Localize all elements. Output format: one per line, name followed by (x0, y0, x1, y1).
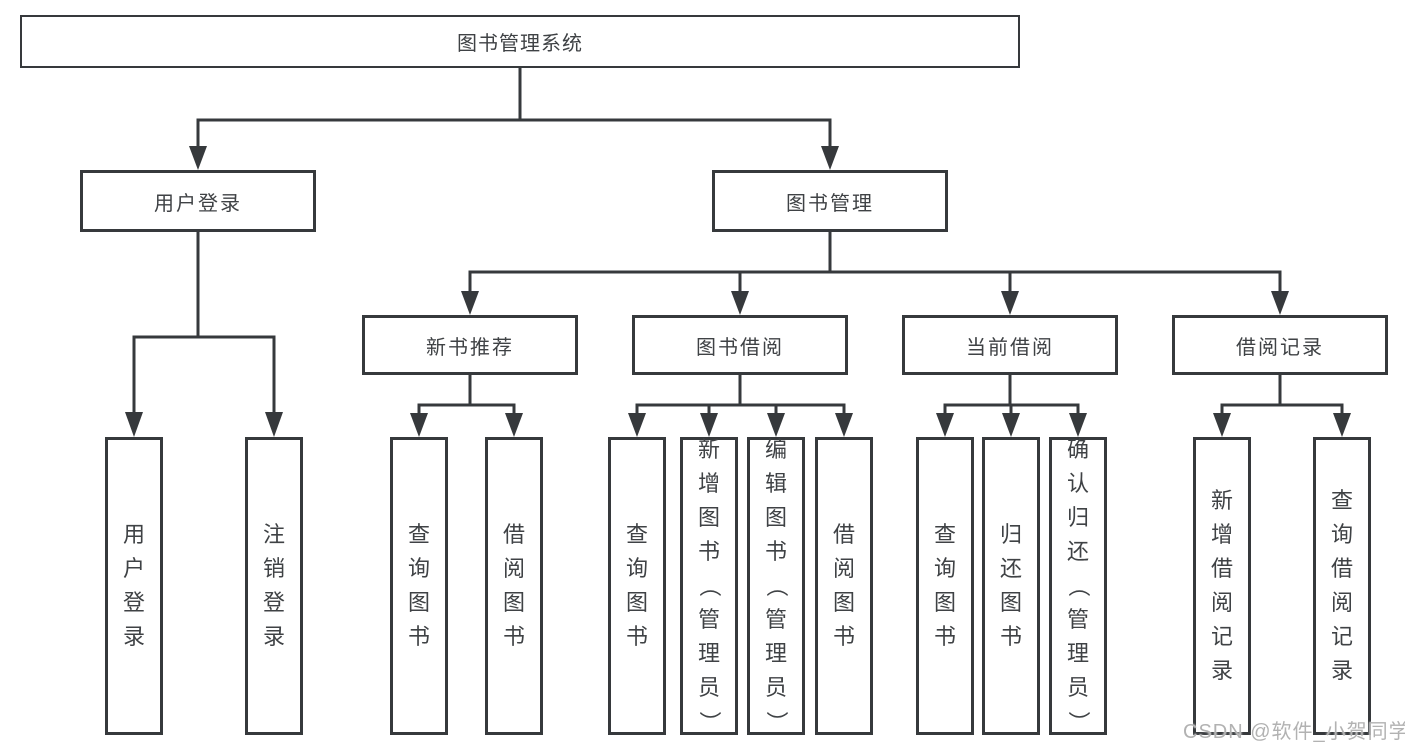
leaf-query-books-borrow: 查询图书 (608, 437, 666, 735)
csdn-watermark: CSDN @软件_小贺同学 (1183, 721, 1405, 743)
node-new-book-recommend: 新书推荐 (362, 315, 578, 375)
leaf-logout: 注销登录 (245, 437, 303, 735)
leaf-query-books-current: 查询图书 (916, 437, 974, 735)
leaf-borrow-books-recommend: 借阅图书 (485, 437, 543, 735)
node-current-borrowing: 当前借阅 (902, 315, 1118, 375)
leaf-user-login: 用户登录 (105, 437, 163, 735)
leaf-return-books: 归还图书 (982, 437, 1040, 735)
leaf-query-books-recommend: 查询图书 (390, 437, 448, 735)
leaf-query-borrow-record: 查询借阅记录 (1313, 437, 1371, 735)
leaf-borrow-books: 借阅图书 (815, 437, 873, 735)
leaf-edit-books-admin: 编辑图书（管理员） (747, 437, 805, 735)
node-user-login: 用户登录 (80, 170, 316, 232)
leaf-confirm-return-admin: 确认归还（管理员） (1049, 437, 1107, 735)
node-borrowing-records: 借阅记录 (1172, 315, 1388, 375)
node-root: 图书管理系统 (20, 15, 1020, 68)
node-book-management: 图书管理 (712, 170, 948, 232)
node-book-borrowing: 图书借阅 (632, 315, 848, 375)
leaf-add-borrow-record: 新增借阅记录 (1193, 437, 1251, 735)
leaf-add-books-admin: 新增图书（管理员） (680, 437, 738, 735)
